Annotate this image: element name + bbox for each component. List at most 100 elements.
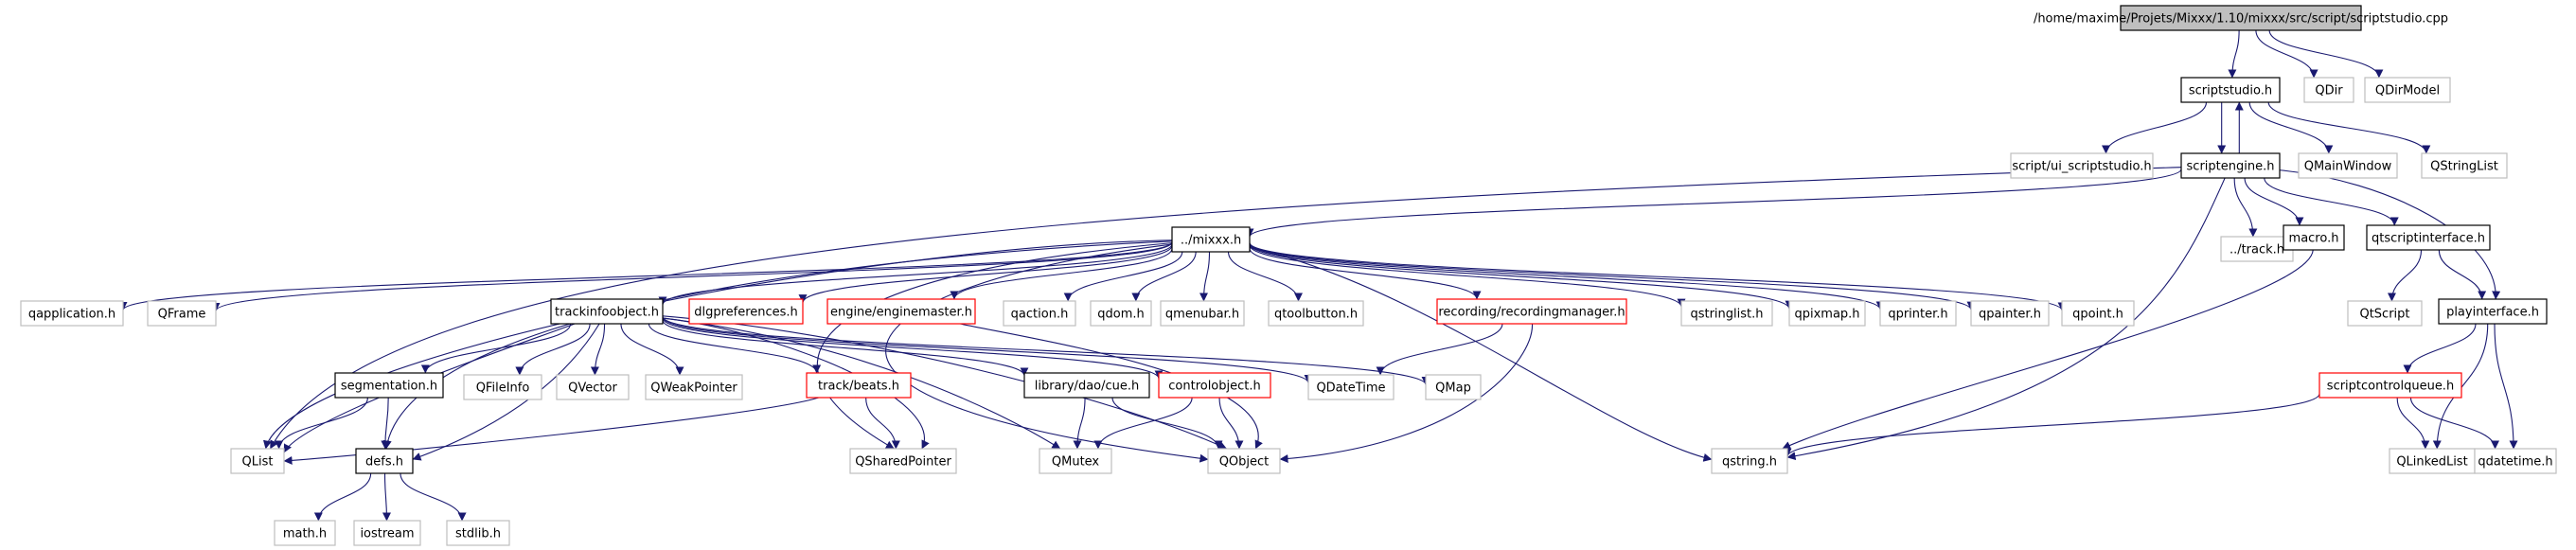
node-qtscriptinterface-h[interactable]: qtscriptinterface.h	[2366, 224, 2491, 251]
edge-mixxx_h-to-recordingmanager_h	[1249, 248, 1482, 300]
node-box	[446, 520, 510, 546]
edge-mixxx_h-to-qapplication_h	[118, 241, 1173, 310]
node-qapplication-h: qapplication.h	[20, 300, 124, 327]
node-label: qstring.h	[1722, 455, 1777, 470]
file-nodes: /home/maxime/Projets/Mixxx/1.10/mixxx/sr…	[20, 5, 2557, 546]
node-box	[2180, 77, 2281, 103]
node-label: qtscriptinterface.h	[2372, 232, 2485, 246]
edge-trackinfoobject_h-to-beats_h	[648, 323, 822, 374]
node-segmentation-h[interactable]: segmentation.h	[334, 372, 444, 399]
edge-beats_h-to-QSharedPointer	[865, 397, 900, 450]
node-box	[688, 298, 804, 325]
edge-mixxx_h-to-qpoint_h	[1249, 241, 2067, 311]
node-box	[147, 300, 217, 327]
node-box	[230, 448, 285, 474]
node-label: QFileInfo	[476, 381, 530, 396]
node-qpixmap-h: qpixmap.h	[1788, 300, 1866, 327]
node-scriptcontrolqueue-h[interactable]: scriptcontrolqueue.h	[2318, 372, 2462, 399]
edge-mixxx_h-to-QSharedPointer	[816, 242, 1173, 450]
edge-mixxx_h-to-qpixmap_h	[1249, 243, 1794, 310]
edge-trackinfoobject_h-to-QSharedPointer	[662, 317, 930, 450]
node-label: qdom.h	[1097, 308, 1145, 322]
node-QDirModel: QDirModel	[2364, 77, 2451, 103]
node-label: QVector	[568, 381, 617, 396]
node-defs-h[interactable]: defs.h	[355, 448, 414, 474]
edge-mixxx_h-to-qstringlist_h	[1249, 244, 1686, 308]
node-box	[550, 298, 664, 325]
edge-mixxx_h-to-QList	[263, 240, 1173, 450]
node-playinterface-h[interactable]: playinterface.h	[2438, 298, 2548, 325]
node-label: QFrame	[158, 308, 206, 322]
node-QMutex: QMutex	[1039, 448, 1112, 474]
node-label: qaction.h	[1011, 308, 1069, 322]
node-label: QMap	[1435, 381, 1471, 396]
node-QList: QList	[230, 448, 285, 474]
node-label: segmentation.h	[341, 380, 437, 394]
node-trackinfoobject-h[interactable]: trackinfoobject.h	[550, 298, 664, 325]
node-label: QDirModel	[2375, 84, 2440, 98]
edge-trackinfoobject_h-to-QWeakPointer	[620, 323, 684, 376]
edge-beats_h-to-QList	[283, 397, 820, 465]
edge-mixxx_h-to-qdom_h	[1131, 251, 1197, 302]
node-dlgpreferences-h[interactable]: dlgpreferences.h	[688, 298, 804, 325]
node-box	[2061, 300, 2135, 327]
node-label: math.h	[283, 527, 327, 541]
node-QMap: QMap	[1425, 374, 1482, 400]
node-label: QDateTime	[1316, 381, 1385, 396]
node-qdom-h: qdom.h	[1090, 300, 1152, 327]
node-box	[2347, 300, 2423, 327]
edge-mixxx_h-to-qprinter_h	[1249, 243, 1885, 310]
node-label: qpixmap.h	[1794, 308, 1859, 322]
edge-trackinfoobject_h-to-controlobject_h	[662, 317, 1164, 380]
node-box	[1207, 448, 1281, 474]
node-label: playinterface.h	[2446, 306, 2539, 320]
node-mixxx-h[interactable]: ../mixxx.h	[1171, 226, 1251, 253]
dependency-edges	[118, 29, 2518, 522]
node-QDateTime: QDateTime	[1307, 374, 1395, 400]
edge-root-to-QDirModel	[2268, 29, 2384, 79]
edge-scriptstudio_h-to-ui_scriptstudio	[2102, 101, 2208, 154]
node-box	[2318, 372, 2462, 399]
node-box	[1879, 300, 1957, 327]
node-qmenubar-h: qmenubar.h	[1160, 300, 1245, 327]
edge-segmentation_h-to-defs_h	[381, 397, 390, 450]
node-label: scriptcontrolqueue.h	[2327, 380, 2454, 394]
node-label: stdlib.h	[455, 527, 501, 541]
node-label: qpainter.h	[1979, 308, 2041, 322]
node-scriptengine-h[interactable]: scriptengine.h	[2180, 152, 2281, 179]
node-qtoolbutton-h: qtoolbutton.h	[1268, 300, 1364, 327]
edge-defs_h-to-iostream	[382, 472, 391, 522]
node-label: qmenubar.h	[1165, 308, 1239, 322]
node-qstringlist-h: qstringlist.h	[1680, 300, 1773, 327]
edge-playinterface_h-to-qdatetime_h	[2494, 323, 2518, 450]
node-box	[2120, 5, 2362, 31]
node-qaction-h: qaction.h	[1003, 300, 1076, 327]
node-beats-h[interactable]: track/beats.h	[806, 372, 912, 399]
edge-playinterface_h-to-QLinkedList	[2432, 323, 2489, 450]
node-box	[1171, 226, 1251, 253]
node-box	[1680, 300, 1773, 327]
node-root[interactable]: /home/maxime/Projets/Mixxx/1.10/mixxx/sr…	[2034, 5, 2448, 31]
node-cue-h[interactable]: library/dao/cue.h	[1023, 372, 1150, 399]
node-box	[1711, 448, 1788, 474]
edge-mixxx_h-to-QObject	[885, 243, 1209, 463]
edge-trackinfoobject_h-to-QVector	[590, 323, 606, 376]
node-box	[849, 448, 957, 474]
edge-mixxx_h-to-qtoolbutton_h	[1227, 251, 1303, 302]
node-controlobject-h[interactable]: controlobject.h	[1158, 372, 1271, 399]
node-enginemaster-h[interactable]: engine/enginemaster.h	[826, 298, 976, 325]
node-label: QWeakPointer	[650, 381, 737, 396]
node-box	[1307, 374, 1395, 400]
edge-mixxx_h-to-dlgpreferences_h	[798, 245, 1173, 304]
node-macro-h[interactable]: macro.h	[2283, 224, 2345, 251]
node-label: QSharedPointer	[855, 455, 951, 470]
node-box	[645, 374, 743, 400]
node-box	[1425, 374, 1482, 400]
node-scriptstudio-h[interactable]: scriptstudio.h	[2180, 77, 2281, 103]
node-QWeakPointer: QWeakPointer	[645, 374, 743, 400]
edge-segmentation_h-to-QList	[275, 397, 368, 450]
edge-mixxx_h-to-enginemaster_h	[950, 248, 1173, 300]
node-recordingmanager-h[interactable]: recording/recordingmanager.h	[1436, 298, 1627, 325]
node-box	[2364, 77, 2451, 103]
node-box	[274, 520, 336, 546]
